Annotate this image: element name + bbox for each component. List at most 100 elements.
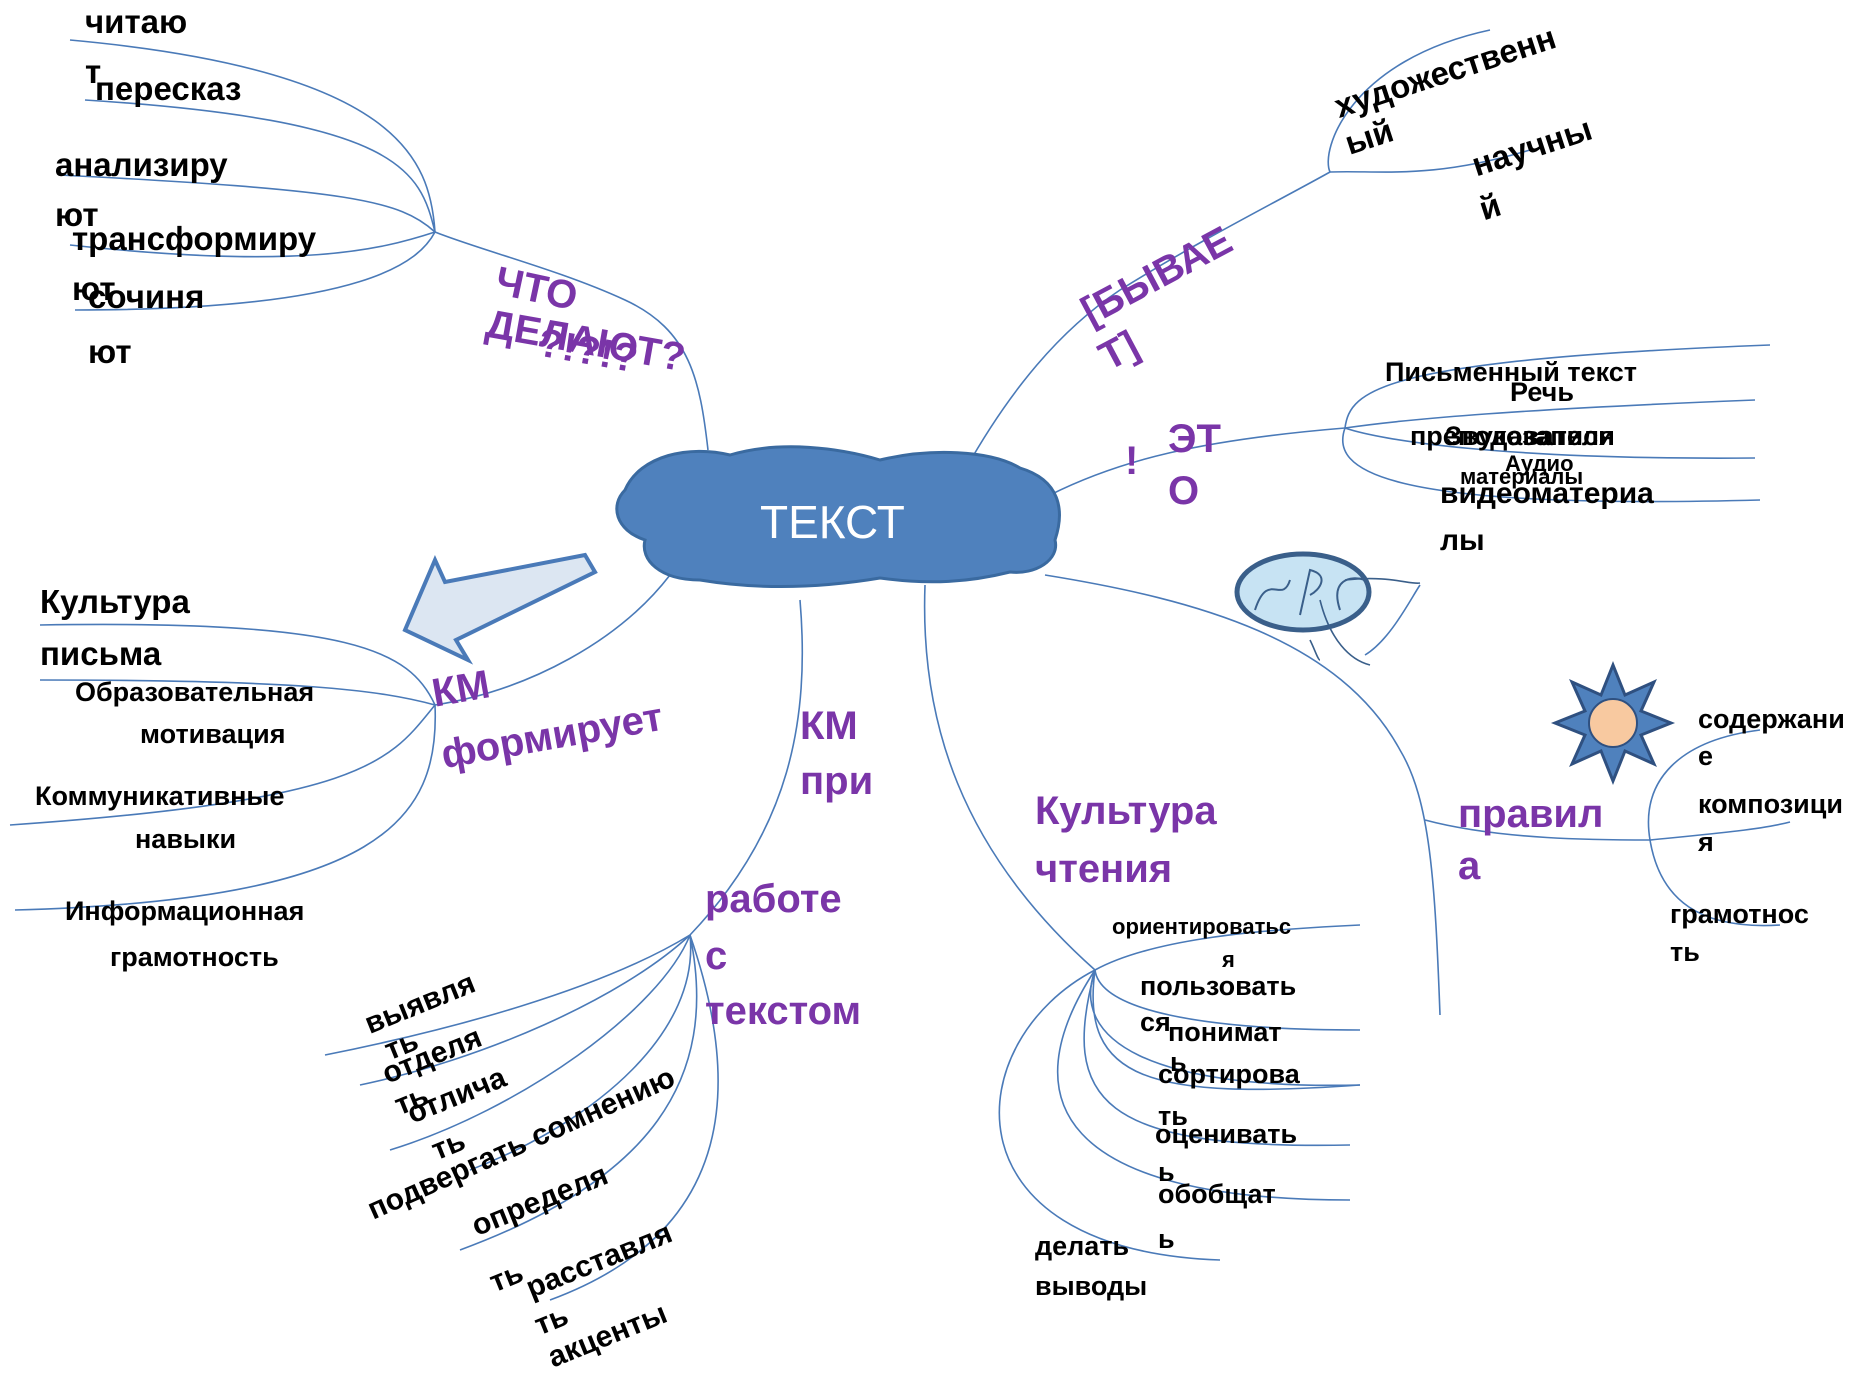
arrow-shape: [402, 552, 598, 665]
map-item: содержани: [1698, 704, 1845, 734]
branch-line: [1092, 969, 1361, 1091]
map-item: читаю: [85, 3, 188, 40]
branch-label-line: !: [1125, 439, 1139, 483]
map-item: лы: [1440, 524, 1485, 557]
branch-line: [549, 934, 719, 1301]
map-item: Аудио: [1505, 451, 1574, 476]
map-item: Коммуникативные: [35, 781, 285, 811]
map-item: я: [1698, 827, 1714, 857]
branch-line: [359, 934, 691, 1086]
branch-line: [434, 231, 709, 451]
branch-label-line: КМ: [428, 662, 494, 716]
sun-icon: [1550, 660, 1676, 786]
map-item: пользовать: [1140, 971, 1297, 1001]
branch-line: [14, 704, 437, 911]
branch-label-line: О: [1168, 469, 1200, 513]
map-item: ть: [1670, 937, 1700, 967]
branch-label-line: а: [1458, 844, 1481, 888]
map-item: ь: [1170, 1047, 1187, 1077]
branch-line: [1327, 29, 1491, 173]
branch-label-line: Культура: [1035, 789, 1217, 833]
map-item: грамотнос: [1670, 899, 1809, 929]
branch-line: [1083, 969, 1351, 1147]
map-item: трансформиру: [72, 220, 317, 257]
map-item: преподавателя: [1410, 421, 1615, 451]
map-item: пересказ: [95, 70, 242, 107]
map-item: е: [1698, 741, 1714, 771]
map-item: ют: [88, 333, 132, 370]
branch-label-line: КМ: [800, 704, 858, 748]
branch-line: [434, 574, 671, 706]
branch-line: [39, 623, 436, 706]
map-item: композици: [1698, 789, 1843, 819]
branch-label-line: правил: [1458, 792, 1604, 836]
central-node-label: ТЕКСТ: [760, 496, 905, 548]
map-item: ть: [1158, 1101, 1188, 1131]
branch-line: [324, 934, 691, 1056]
branch-line: [1341, 427, 1761, 503]
map-item: видеоматериа: [1440, 477, 1654, 510]
map-item: Письменный текст: [1385, 357, 1638, 387]
branch-line: [1364, 584, 1421, 656]
branch-line: [1329, 149, 1531, 173]
branch-line: [9, 704, 436, 826]
branch-line: [39, 679, 436, 706]
branch-label-line: работе: [705, 877, 842, 921]
branch-line: [689, 599, 804, 936]
map-item: Речь: [1510, 377, 1574, 407]
map-item: ют: [55, 196, 99, 233]
map-item: оценивать: [1155, 1119, 1298, 1149]
map-item: анализиру: [55, 146, 228, 183]
scribble-bubble: [1234, 551, 1421, 666]
branch-line: [389, 934, 691, 1151]
branch-label-line: текстом: [705, 989, 862, 1033]
map-item: Информационная: [65, 896, 305, 926]
branch-label-line: при: [800, 759, 874, 803]
branch-line: [1044, 574, 1441, 1016]
map-item: грамотность: [110, 942, 279, 972]
branch-line: [1089, 969, 1361, 1087]
map-item: ся: [1140, 1007, 1171, 1037]
map-item: Культура: [40, 583, 190, 620]
map-item: т: [85, 53, 102, 90]
branch-label-line: ЭТ: [1168, 417, 1221, 461]
branch-line: [1094, 969, 1361, 1031]
branch-label-line: чтения: [1035, 847, 1173, 891]
branch-line: [59, 174, 436, 233]
map-item: сочиня: [88, 278, 205, 315]
map-item: понимат: [1168, 1017, 1282, 1047]
branch-line: [964, 171, 1331, 471]
map-item: я: [1222, 947, 1235, 972]
branch-line: [469, 934, 692, 1171]
map-item: сортирова: [1158, 1059, 1300, 1089]
map-item: Звукозаписи: [1445, 421, 1615, 451]
map-item: материалы: [1460, 464, 1584, 489]
branch-line: [1049, 427, 1346, 496]
central-cloud: [615, 445, 1061, 589]
branch-line: [459, 934, 698, 1251]
branch-line: [1344, 399, 1756, 429]
branch-line: [74, 231, 436, 311]
branch-line: [1649, 839, 1781, 927]
map-item: ют: [72, 270, 116, 307]
map-item: делать: [1035, 1231, 1130, 1261]
map-item: навыки: [135, 824, 237, 854]
branch-line: [1344, 344, 1771, 429]
map-item: ь: [1158, 1224, 1175, 1254]
branch-line: [1424, 819, 1651, 841]
branch-line: [998, 969, 1221, 1261]
map-item: выводы: [1035, 1271, 1148, 1301]
map-item: ь: [1158, 1157, 1175, 1187]
map-item: ориентироватьс: [1112, 914, 1292, 939]
branch-line: [69, 39, 436, 233]
branch-line: [1344, 427, 1756, 459]
branch-line: [1056, 969, 1351, 1201]
branch-line: [1649, 821, 1791, 841]
map-item: Образовательная: [75, 677, 315, 707]
map-item: мотивация: [140, 719, 286, 749]
branch-label-line: с: [705, 934, 728, 978]
map-item: обобщат: [1158, 1179, 1276, 1209]
map-item: письма: [40, 635, 162, 672]
branch-line: [69, 231, 436, 258]
